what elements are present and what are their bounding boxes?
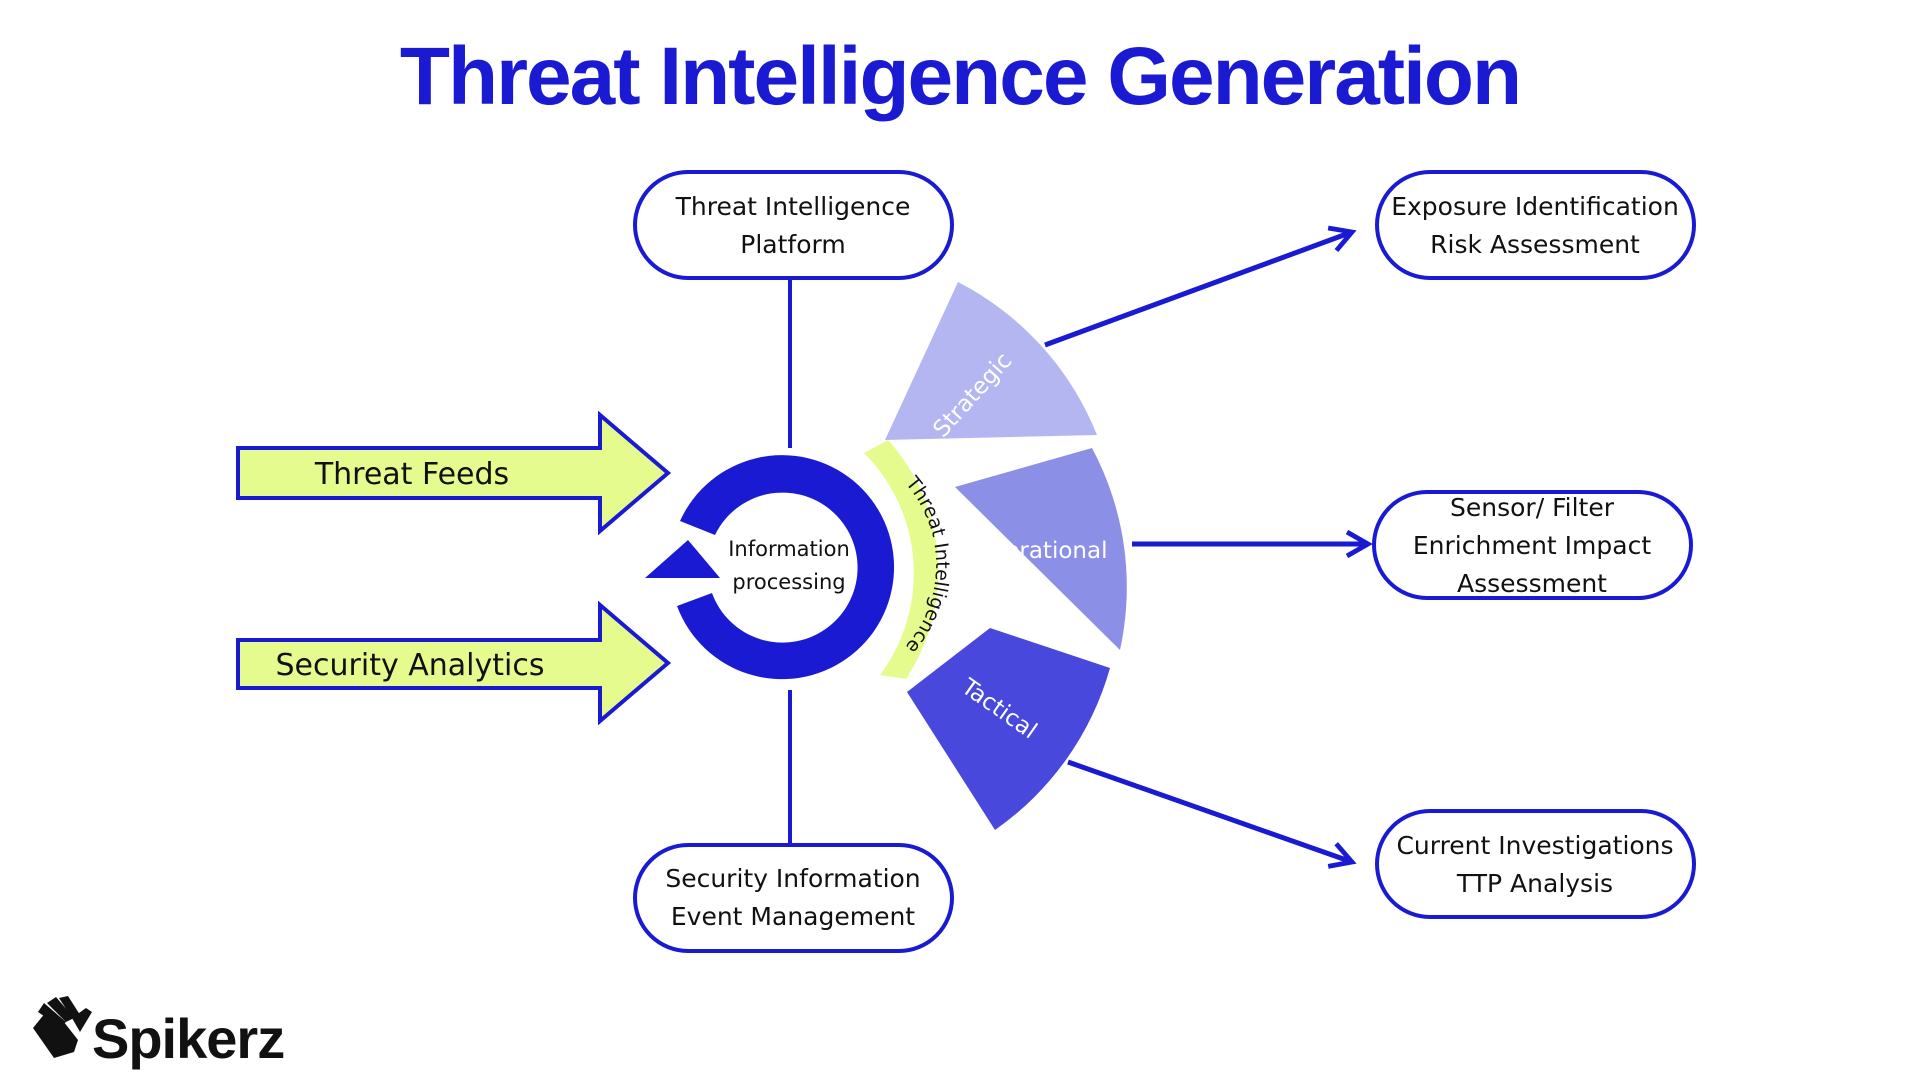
sensor-box: Sensor/ Filter Enrichment Impact Assessm… — [1372, 490, 1693, 600]
security-analytics-label: Security Analytics — [276, 648, 545, 683]
arrow-to-exposure — [1044, 225, 1357, 348]
investigations-box: Current Investigations TTP Analysis — [1375, 809, 1696, 919]
investigations-box-line2: TTP Analysis — [1456, 869, 1613, 898]
operational-segment — [955, 448, 1127, 650]
operational-label: Operational — [973, 538, 1108, 564]
siem-box: Security Information Event Management — [633, 843, 954, 953]
exposure-box-line2: Risk Assessment — [1430, 230, 1640, 259]
siem-box-line1: Security Information — [665, 864, 920, 893]
investigations-box-line1: Current Investigations — [1396, 831, 1673, 860]
platform-box-line1: Threat Intelligence — [675, 192, 911, 221]
spikerz-logo: Spikerz — [33, 996, 285, 1070]
sensor-box-line2: Enrichment Impact — [1413, 531, 1651, 560]
spikerz-hand-icon — [33, 996, 92, 1058]
sensor-box-line1: Sensor/ Filter — [1450, 493, 1615, 522]
page-title: Threat Intelligence Generation — [400, 31, 1520, 122]
exposure-box: Exposure Identification Risk Assessment — [1375, 170, 1696, 280]
threat-feeds-arrow: Threat Feeds — [236, 410, 672, 536]
threat-intelligence-band — [864, 440, 939, 679]
center-label-line2: processing — [732, 570, 845, 594]
siem-box-line2: Event Management — [671, 902, 915, 931]
platform-box-line2: Platform — [740, 230, 845, 259]
sensor-box-line3: Assessment — [1457, 569, 1607, 598]
tactical-segment — [907, 628, 1110, 830]
center-label-line1: Information — [728, 537, 850, 561]
logo-text: Spikerz — [92, 1007, 284, 1070]
arrow-to-investigations — [1067, 759, 1357, 869]
exposure-box-line1: Exposure Identification — [1391, 192, 1679, 221]
threat-feeds-label: Threat Feeds — [314, 457, 509, 492]
security-analytics-arrow: Security Analytics — [236, 600, 672, 726]
processing-cycle-icon — [645, 455, 895, 680]
platform-box: Threat Intelligence Platform — [633, 170, 954, 280]
strategic-segment — [885, 282, 1097, 440]
